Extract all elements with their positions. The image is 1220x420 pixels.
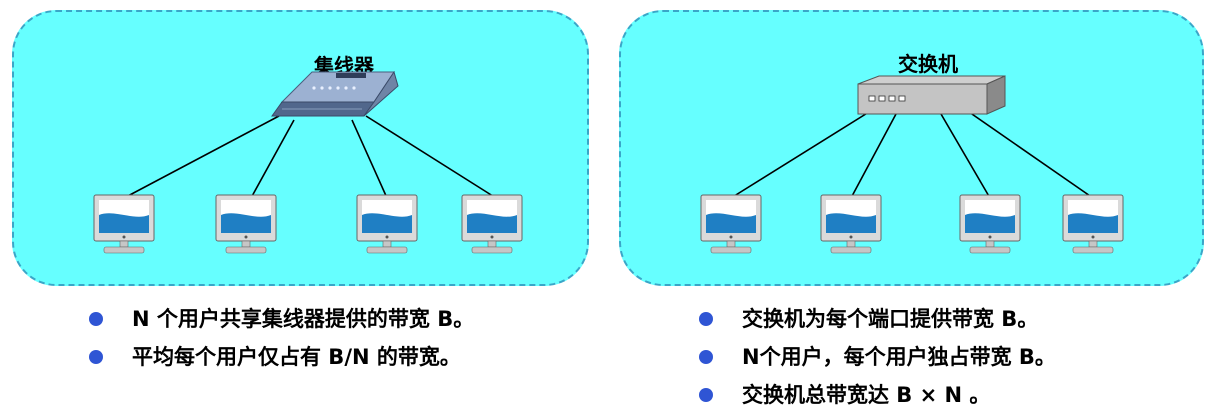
- bullet-item: 交换机为每个端口提供带宽 B。: [698, 304, 1056, 342]
- computer-icon: [700, 194, 762, 254]
- computer-icon: [1062, 194, 1124, 254]
- switch-network-panel: 交换机: [619, 10, 1204, 286]
- computer-icon: [959, 194, 1021, 254]
- switch-device-icon: [857, 75, 1006, 115]
- bullet-text: 平均每个用户仅占有 B/N 的带宽。: [132, 345, 461, 369]
- bullet-text: N 个用户共享集线器提供的带宽 B。: [132, 307, 475, 331]
- computer-icon: [215, 194, 277, 254]
- bullet-text: N个用户，每个用户独占带宽 B。: [742, 345, 1056, 369]
- hub-network-panel: 集线器: [12, 10, 589, 286]
- hub-network-diagram: [93, 70, 523, 254]
- connection-lines: [123, 115, 497, 199]
- switch-label: 交换机: [898, 52, 958, 76]
- bullet-text: 交换机总带宽达 B × N 。: [742, 383, 991, 407]
- bullet-text: 交换机为每个端口提供带宽 B。: [742, 307, 1039, 331]
- bullet-dot-icon: [89, 350, 103, 364]
- bullet-dot-icon: [699, 388, 713, 402]
- bullet-item: N个用户，每个用户独占带宽 B。: [698, 342, 1056, 380]
- bullet-item: N 个用户共享集线器提供的带宽 B。: [88, 304, 474, 342]
- computer-icon: [93, 194, 155, 254]
- hub-bullet-list: N 个用户共享集线器提供的带宽 B。 平均每个用户仅占有 B/N 的带宽。: [88, 304, 474, 380]
- switch-bullet-list: 交换机为每个端口提供带宽 B。 N个用户，每个用户独占带宽 B。 交换机总带宽达…: [698, 304, 1056, 418]
- bullet-dot-icon: [89, 312, 103, 326]
- computer-icon: [461, 194, 523, 254]
- switch-network-diagram: [700, 75, 1124, 254]
- hub-device-icon: [271, 70, 399, 117]
- bullet-dot-icon: [699, 312, 713, 326]
- bullet-item: 平均每个用户仅占有 B/N 的带宽。: [88, 342, 474, 380]
- bullet-dot-icon: [699, 350, 713, 364]
- computer-icon: [356, 194, 418, 254]
- computer-icon: [820, 194, 882, 254]
- connection-lines: [730, 111, 1094, 199]
- bullet-item: 交换机总带宽达 B × N 。: [698, 380, 1056, 418]
